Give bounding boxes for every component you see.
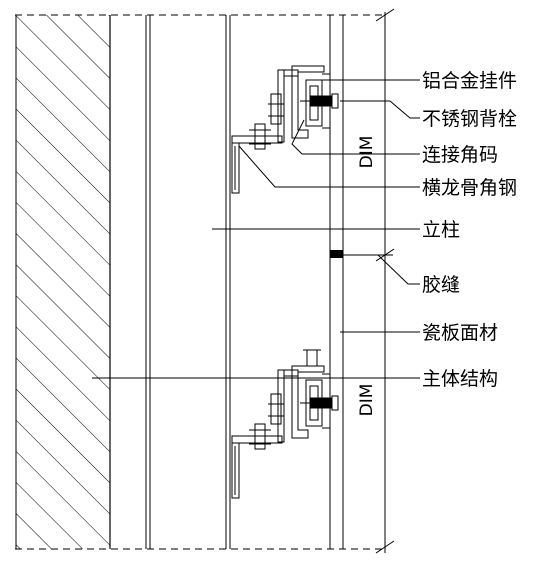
- dimension-label-lower: DIM: [357, 384, 377, 417]
- glue-joint-mark: [330, 250, 343, 258]
- label-glue-joint: 胶缝: [422, 274, 460, 296]
- dimension-label-upper: DIM: [357, 136, 377, 169]
- label-connecting-angle: 连接角码: [422, 144, 498, 166]
- leader-lines: [92, 79, 420, 379]
- label-column: 立柱: [422, 219, 460, 241]
- label-main-structure: 主体结构: [422, 368, 498, 390]
- label-ceramic-panel: 瓷板面材: [422, 322, 498, 344]
- lower-bracket-assembly: [231, 349, 339, 499]
- label-stainless-bolt: 不锈钢背栓: [422, 108, 517, 130]
- upper-bracket-assembly: [231, 65, 339, 194]
- label-crossbeam-angle-steel: 横龙骨角钢: [422, 177, 517, 199]
- column-lines: [145, 15, 344, 549]
- main-structure-wall: [15, 15, 111, 549]
- dimension-line: [343, 8, 395, 554]
- label-aluminum-hanger: 铝合金挂件: [422, 70, 517, 92]
